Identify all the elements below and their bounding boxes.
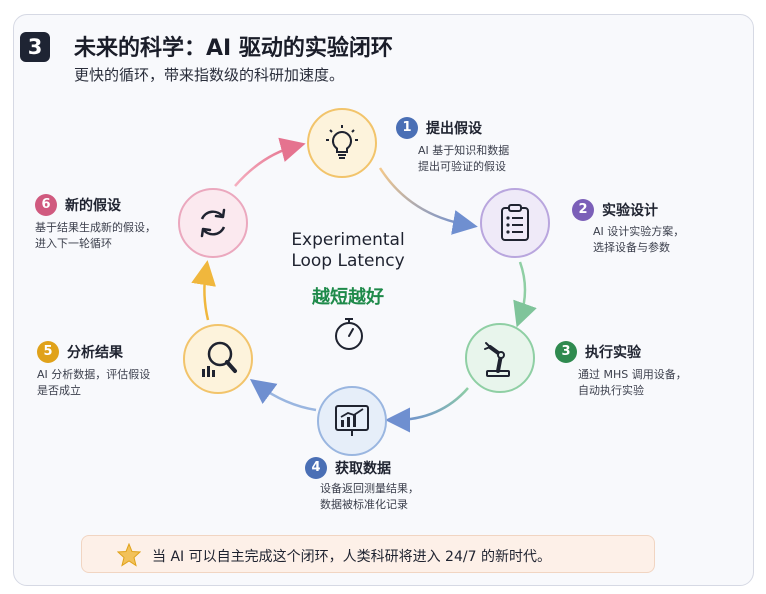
step-5-title: 分析结果 bbox=[67, 345, 123, 361]
step-3-description: 通过 MHS 调用设备， 自动执行实验 bbox=[578, 367, 687, 399]
step-3-circle bbox=[465, 323, 535, 393]
step-6-desc-line-1: 基于结果生成新的假设， bbox=[35, 221, 156, 234]
step-4-description: 设备返回测量结果， 数据被标准化记录 bbox=[320, 481, 419, 513]
step-2-number: 2 bbox=[572, 199, 594, 221]
step-1-desc-line-2: 提出可验证的假设 bbox=[418, 160, 506, 173]
arrow-6-to-1 bbox=[234, 137, 306, 187]
step-5-number: 5 bbox=[37, 341, 59, 363]
stopwatch-icon bbox=[335, 318, 363, 350]
step-5-desc-line-2: 是否成立 bbox=[37, 384, 81, 397]
step-1-title: 提出假设 bbox=[426, 121, 482, 137]
footer-callout: 当 AI 可以自主完成这个闭环，人类科研将进入 24/7 的新时代。 bbox=[81, 535, 655, 573]
step-3-header: 3 执行实验 bbox=[555, 341, 641, 363]
section-number-badge: 3 bbox=[20, 32, 50, 62]
step-2-header: 2 实验设计 bbox=[572, 199, 658, 221]
page-subtitle: 更快的循环，带来指数级的科研加速度。 bbox=[74, 66, 345, 84]
step-1-number: 1 bbox=[396, 117, 418, 139]
step-5-header: 5 分析结果 bbox=[37, 341, 123, 363]
star-icon bbox=[117, 543, 141, 567]
arrow-3-to-4 bbox=[385, 387, 469, 433]
step-6-circle bbox=[178, 188, 248, 258]
arrow-1-to-2 bbox=[378, 167, 478, 235]
step-1-desc-line-1: AI 基于知识和数据 bbox=[418, 144, 510, 157]
step-5-desc-line-1: AI 分析数据，评估假设 bbox=[37, 368, 151, 381]
footer-text: 当 AI 可以自主完成这个闭环，人类科研将进入 24/7 的新时代。 bbox=[152, 549, 551, 565]
step-6-number: 6 bbox=[35, 194, 57, 216]
step-3-title: 执行实验 bbox=[585, 345, 641, 361]
step-1-circle bbox=[307, 108, 377, 178]
center-title: Experimental Loop Latency bbox=[268, 230, 428, 272]
step-3-desc-line-2: 自动执行实验 bbox=[578, 384, 644, 397]
lightbulb-icon bbox=[326, 125, 358, 159]
robot-arm-icon bbox=[484, 342, 510, 377]
step-5-circle bbox=[183, 324, 253, 394]
step-1-header: 1 提出假设 bbox=[396, 117, 482, 139]
step-5-description: AI 分析数据，评估假设 是否成立 bbox=[37, 367, 150, 399]
arrow-5-to-6 bbox=[191, 260, 216, 321]
center-title-line-2: Loop Latency bbox=[291, 251, 405, 271]
step-4-circle bbox=[317, 386, 387, 456]
clipboard-icon bbox=[501, 204, 529, 241]
center-accent: 越短越好 bbox=[312, 287, 384, 308]
magnifier-icon bbox=[202, 341, 237, 377]
step-6-description: 基于结果生成新的假设， 进入下一轮循环 bbox=[35, 220, 156, 252]
step-2-desc-line-1: AI 设计实验方案， bbox=[593, 225, 685, 238]
step-4-title: 获取数据 bbox=[335, 461, 391, 477]
step-4-desc-line-2: 数据被标准化记录 bbox=[320, 498, 408, 511]
chart-screen-icon bbox=[335, 405, 369, 436]
step-6-header: 6 新的假设 bbox=[35, 194, 121, 216]
arrow-4-to-5 bbox=[249, 379, 317, 412]
step-2-circle bbox=[480, 188, 550, 258]
step-4-number: 4 bbox=[305, 457, 327, 479]
step-4-header: 4 获取数据 bbox=[305, 457, 391, 479]
slide-card bbox=[13, 14, 754, 586]
step-2-description: AI 设计实验方案， 选择设备与参数 bbox=[593, 224, 684, 256]
center-title-line-1: Experimental bbox=[291, 230, 405, 250]
step-6-title: 新的假设 bbox=[65, 198, 121, 214]
step-6-desc-line-2: 进入下一轮循环 bbox=[35, 237, 112, 250]
step-2-desc-line-2: 选择设备与参数 bbox=[593, 241, 670, 254]
page-title: 未来的科学：AI 驱动的实验闭环 bbox=[74, 36, 393, 61]
cycle-icon bbox=[200, 208, 226, 238]
arrow-2-to-3 bbox=[513, 261, 537, 328]
step-3-desc-line-1: 通过 MHS 调用设备， bbox=[578, 368, 687, 381]
step-2-title: 实验设计 bbox=[602, 203, 658, 219]
step-1-description: AI 基于知识和数据 提出可验证的假设 bbox=[418, 143, 509, 175]
step-4-desc-line-1: 设备返回测量结果， bbox=[320, 482, 419, 495]
step-3-number: 3 bbox=[555, 341, 577, 363]
